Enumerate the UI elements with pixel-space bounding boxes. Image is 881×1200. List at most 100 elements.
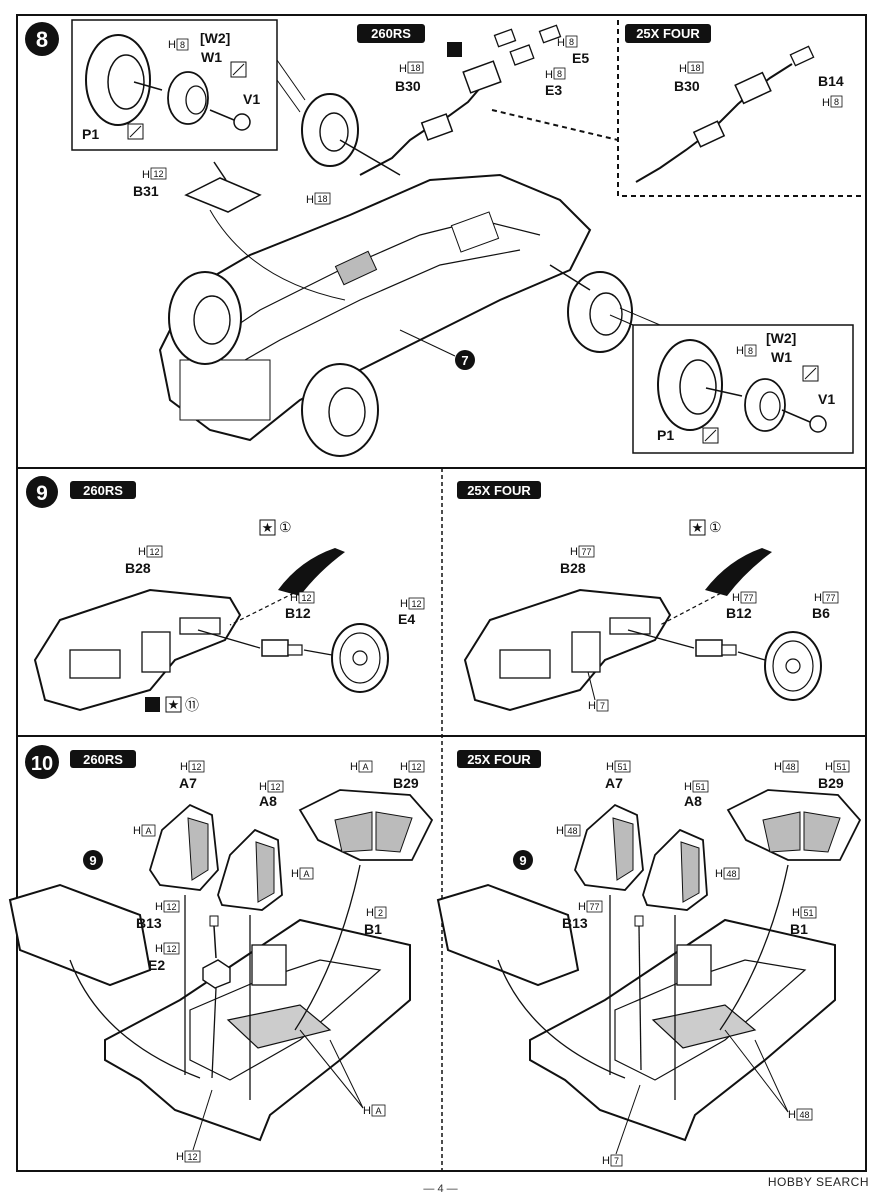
svg-text:H: H: [366, 907, 374, 919]
watermark: HOBBY SEARCH: [767, 1175, 869, 1189]
svg-text:8: 8: [834, 97, 839, 107]
leader-line: [192, 1089, 213, 1151]
part-label-w1: W1: [201, 49, 222, 65]
svg-text:7: 7: [600, 701, 605, 711]
arrow-line: [737, 651, 766, 661]
svg-text:18: 18: [410, 63, 420, 73]
svg-text:260RS: 260RS: [371, 26, 411, 41]
arrow-line: [209, 109, 235, 121]
star-decal-icon: ★: [689, 519, 706, 536]
switch-b12-drawing: [695, 639, 737, 657]
leader-line: [229, 589, 301, 626]
shift-lever-b13-drawing: [209, 915, 219, 959]
svg-text:25X FOUR: 25X FOUR: [467, 483, 531, 498]
tool-icon: [802, 365, 819, 382]
svg-text:77: 77: [825, 593, 835, 603]
svg-text:2: 2: [378, 908, 383, 918]
svg-text:H: H: [774, 761, 782, 773]
part-label-p1: P1: [82, 126, 99, 142]
svg-text:H: H: [606, 761, 614, 773]
leader-line: [587, 671, 596, 701]
part-label-w2: [W2]: [200, 30, 230, 46]
part-label-b1: B1: [364, 921, 382, 937]
exhaust-260rs-drawing: [359, 24, 562, 176]
svg-text:B1: B1: [790, 921, 808, 937]
svg-text:H: H: [259, 781, 267, 793]
seat-a7-drawing: [574, 803, 644, 891]
rear-right-wheel-drawing: [567, 271, 633, 353]
svg-text:H: H: [825, 761, 833, 773]
arrow-line: [781, 409, 811, 423]
svg-text:8: 8: [748, 346, 753, 356]
svg-text:H: H: [814, 592, 822, 604]
console-e2-drawing: [202, 959, 231, 989]
svg-text:12: 12: [270, 782, 280, 792]
seat-a8-drawing: [642, 828, 708, 911]
svg-text:260RS: 260RS: [83, 752, 123, 767]
svg-text:B13: B13: [562, 915, 588, 931]
svg-text:H: H: [684, 781, 692, 793]
leader-line: [329, 1039, 364, 1109]
svg-text:51: 51: [695, 782, 705, 792]
arrow-line: [497, 959, 626, 1079]
svg-text:H: H: [545, 69, 553, 81]
svg-text:51: 51: [617, 762, 627, 772]
svg-text:H: H: [679, 63, 687, 75]
rear-left-wheel-drawing: [301, 93, 359, 167]
steering-wheel-e4-drawing: [331, 623, 389, 693]
front-left-wheel-drawing: [168, 271, 242, 365]
bracket-b31-drawing: [184, 161, 262, 213]
svg-text:W1: W1: [771, 349, 792, 365]
svg-text:8: 8: [569, 37, 574, 47]
part-label-b6: B6: [812, 605, 830, 621]
step-8-badge: 8: [25, 22, 59, 56]
part-label-e2: E2: [148, 957, 165, 973]
step-9-badge: 9: [26, 476, 58, 508]
svg-text:48: 48: [726, 869, 736, 879]
svg-text:H: H: [792, 907, 800, 919]
svg-text:H: H: [556, 825, 564, 837]
step-9-reference: 9: [513, 850, 533, 870]
part-label-e4: E4: [398, 611, 415, 627]
svg-text:12: 12: [153, 169, 163, 179]
svg-text:12: 12: [301, 593, 311, 603]
part-label-b28: B28: [125, 560, 151, 576]
front-right-wheel-drawing: [301, 363, 379, 457]
variant-badge-25x-four: 25X FOUR: [625, 24, 711, 43]
decal-number: ⑪: [185, 697, 199, 713]
svg-text:H: H: [400, 598, 408, 610]
svg-text:8: 8: [36, 27, 48, 52]
svg-text:9: 9: [89, 853, 96, 868]
svg-text:25X FOUR: 25X FOUR: [467, 752, 531, 767]
part-label-b12: B12: [285, 605, 311, 621]
dashboard-25x-drawing: [463, 588, 672, 712]
svg-text:8: 8: [180, 40, 185, 50]
svg-text:B29: B29: [818, 775, 844, 791]
callout-line: [276, 59, 306, 101]
svg-text:A: A: [145, 826, 151, 836]
gauge-decal-drawing: [278, 548, 345, 596]
part-label-e5: E5: [572, 50, 589, 66]
arrow-line: [549, 264, 591, 291]
part-label-b31: B31: [133, 183, 159, 199]
svg-text:A8: A8: [684, 793, 702, 809]
paint-code-h: H: [168, 39, 176, 51]
svg-text:H: H: [350, 761, 358, 773]
variant-box-25x: [617, 20, 866, 197]
svg-text:77: 77: [743, 593, 753, 603]
svg-text:H: H: [155, 943, 163, 955]
svg-text:12: 12: [166, 902, 176, 912]
arrow-line: [133, 81, 163, 91]
decal-icon: [145, 697, 160, 712]
svg-text:18: 18: [690, 63, 700, 73]
rear-seat-b29-drawing: [298, 789, 434, 861]
step-10-badge: 10: [25, 745, 59, 779]
svg-text:12: 12: [187, 1152, 197, 1162]
svg-text:51: 51: [836, 762, 846, 772]
svg-text:H: H: [578, 901, 586, 913]
svg-text:A: A: [362, 762, 368, 772]
arrow-line: [294, 864, 361, 1031]
variant-link: [491, 109, 619, 141]
svg-text:48: 48: [567, 826, 577, 836]
svg-text:P1: P1: [657, 427, 674, 443]
